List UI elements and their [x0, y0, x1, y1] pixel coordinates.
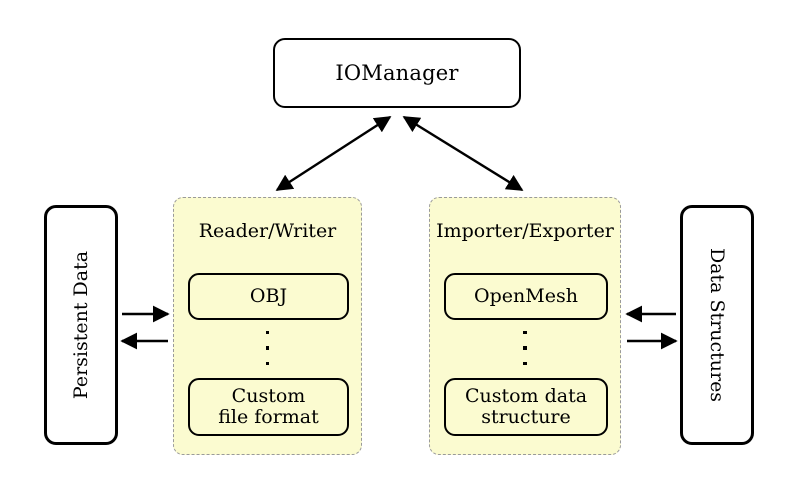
- ellipsis-icon-importer-exporter: [430, 331, 620, 365]
- item-obj-label: OBJ: [249, 284, 288, 307]
- node-iomanager[interactable]: IOManager: [273, 38, 521, 108]
- node-persistent-data-label: Persistent Data: [70, 250, 92, 400]
- item-openmesh[interactable]: OpenMesh: [444, 273, 608, 320]
- item-openmesh-label: OpenMesh: [474, 284, 578, 307]
- connector-iomanager-reader-writer: [275, 115, 392, 192]
- ellipsis-icon-reader-writer: [174, 331, 361, 365]
- group-title-reader-writer: Reader/Writer: [198, 220, 337, 242]
- item-obj[interactable]: OBJ: [188, 273, 349, 320]
- node-data-structures-label: Data Structures: [706, 247, 728, 403]
- node-data-structures[interactable]: Data Structures: [680, 205, 754, 445]
- node-iomanager-label: IOManager: [335, 61, 459, 85]
- connector-iomanager-importer-exporter: [402, 115, 524, 192]
- group-title-importer-exporter: Importer/Exporter: [436, 220, 614, 242]
- node-persistent-data[interactable]: Persistent Data: [44, 205, 118, 445]
